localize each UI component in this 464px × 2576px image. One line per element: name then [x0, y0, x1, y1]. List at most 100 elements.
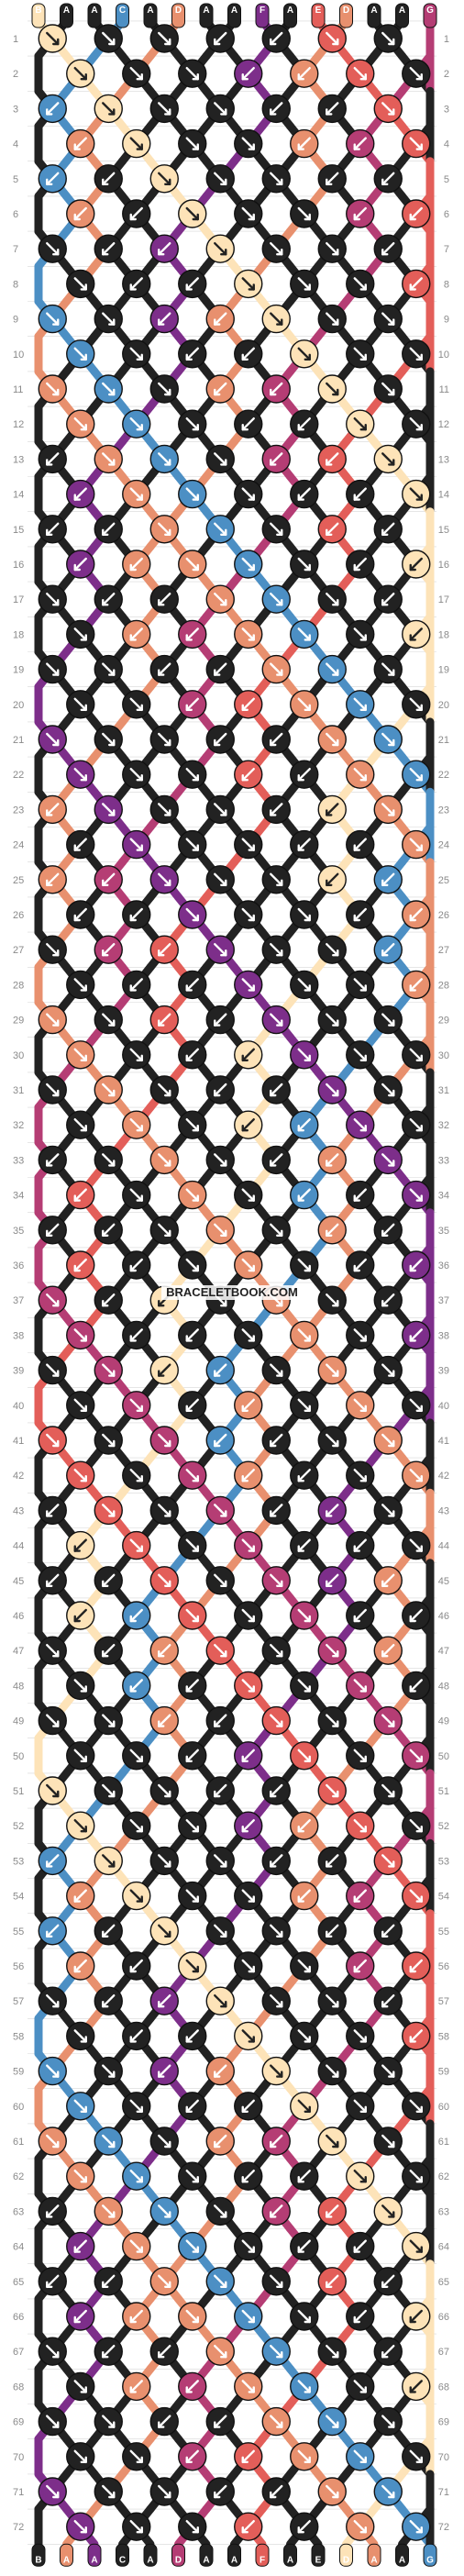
- knot: [261, 1566, 291, 1595]
- arrow-down-right-icon: [297, 978, 311, 992]
- knot: [290, 2442, 319, 2471]
- knot: [261, 2196, 291, 2226]
- knot: [261, 164, 291, 194]
- arrow-down-right-icon: [326, 1993, 339, 2008]
- knot: [149, 1426, 179, 1455]
- arrow-down-right-icon: [409, 1048, 423, 1062]
- knot: [290, 1530, 319, 1560]
- knot: [38, 1145, 67, 1175]
- arrow-down-right-icon: [241, 206, 255, 221]
- arrow-down-right-icon: [129, 2449, 143, 2464]
- arrow-down-left-icon: [46, 1223, 60, 1238]
- row-number: 31: [438, 1085, 449, 1096]
- knot: [178, 1180, 207, 1210]
- knot: [346, 1391, 375, 1420]
- knot: [373, 94, 403, 124]
- arrow-down-right-icon: [185, 907, 199, 922]
- knot: [346, 128, 375, 159]
- arrow-down-left-icon: [381, 1223, 395, 1238]
- arrow-down-right-icon: [270, 2415, 283, 2428]
- arrow-down-right-icon: [409, 66, 423, 81]
- arrow-down-right-icon: [73, 978, 87, 992]
- row-number: 61: [438, 2137, 449, 2148]
- arrow-down-left-icon: [297, 1818, 311, 1833]
- arrow-down-right-icon: [158, 2484, 171, 2499]
- arrow-down-right-icon: [409, 1889, 423, 1903]
- knot: [373, 935, 403, 964]
- row-number: 46: [13, 1611, 24, 1622]
- arrow-down-left-icon: [102, 872, 116, 886]
- row-number: 26: [13, 910, 24, 921]
- arrow-down-right-icon: [73, 2169, 87, 2183]
- arrow-down-right-icon: [214, 2344, 227, 2359]
- arrow-down-right-icon: [270, 312, 283, 326]
- strand-end: B: [31, 2543, 46, 2567]
- knot: [38, 654, 67, 684]
- arrow-down-left-icon: [214, 2134, 227, 2149]
- knot: [234, 1460, 263, 1490]
- knot: [234, 2302, 263, 2331]
- row-number: 41: [13, 1436, 24, 1447]
- arrow-down-right-icon: [241, 1959, 255, 1973]
- arrow-down-right-icon: [409, 137, 423, 150]
- arrow-down-right-icon: [326, 382, 339, 396]
- arrow-down-left-icon: [409, 1959, 423, 1973]
- knot: [66, 1250, 95, 1280]
- knot: [178, 550, 207, 579]
- strand-start: B: [31, 3, 46, 28]
- arrow-down-left-icon: [353, 137, 367, 150]
- arrow-down-left-icon: [185, 1679, 199, 1693]
- row-number: 12: [438, 419, 449, 430]
- knot: [149, 1005, 179, 1035]
- arrow-down-right-icon: [73, 1468, 87, 1482]
- knot: [149, 24, 179, 53]
- arrow-down-right-icon: [409, 417, 423, 431]
- knot: [122, 550, 151, 579]
- knot: [66, 409, 95, 439]
- arrow-down-right-icon: [102, 1153, 116, 1167]
- knot: [373, 654, 403, 684]
- arrow-down-left-icon: [353, 1188, 367, 1202]
- knot: [94, 444, 123, 474]
- arrow-down-left-icon: [214, 312, 227, 326]
- knot: [205, 1846, 235, 1876]
- row-number: 25: [13, 875, 24, 886]
- knot: [290, 2231, 319, 2261]
- knot: [38, 1776, 67, 1805]
- knot: [66, 619, 95, 650]
- strand-letter: A: [147, 6, 153, 16]
- knot: [346, 1530, 375, 1560]
- strand-end: E: [311, 2543, 326, 2567]
- arrow-down-left-icon: [297, 838, 311, 851]
- strand-letter: C: [119, 6, 126, 16]
- arrow-down-left-icon: [241, 2449, 255, 2464]
- arrow-down-right-icon: [381, 2415, 395, 2428]
- knot: [317, 94, 347, 124]
- knot: [66, 550, 95, 579]
- knot: [373, 1566, 403, 1595]
- knot: [373, 1986, 403, 2015]
- knot: [317, 2406, 347, 2437]
- strand-start: F: [255, 3, 270, 28]
- row-number: 14: [438, 490, 449, 501]
- knot: [290, 970, 319, 1000]
- arrow-down-left-icon: [409, 557, 423, 572]
- arrow-down-right-icon: [185, 1538, 199, 1552]
- arrow-down-left-icon: [46, 1573, 60, 1588]
- arrow-down-left-icon: [270, 803, 283, 816]
- arrow-down-left-icon: [241, 1398, 255, 1413]
- arrow-down-left-icon: [409, 2029, 423, 2043]
- arrow-down-left-icon: [353, 1538, 367, 1552]
- knot: [373, 1495, 403, 1526]
- knot: [178, 1951, 207, 1981]
- row-number: 48: [13, 1681, 24, 1692]
- knot: [290, 1671, 319, 1701]
- knot: [149, 2406, 179, 2437]
- arrow-down-right-icon: [102, 1013, 116, 1027]
- arrow-down-right-icon: [73, 1048, 87, 1062]
- row-number: 36: [438, 1260, 449, 1271]
- arrow-down-right-icon: [297, 206, 311, 221]
- arrow-down-right-icon: [102, 1714, 116, 1727]
- knot: [234, 199, 263, 228]
